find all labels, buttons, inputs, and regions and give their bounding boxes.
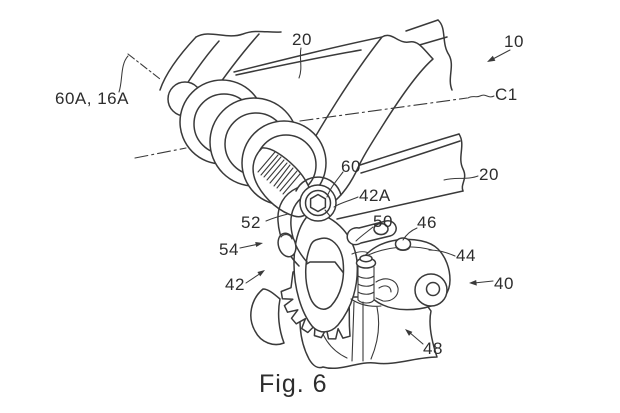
leader-c1 — [467, 94, 495, 99]
bracket-plate-outline — [293, 211, 359, 333]
leader-60a-dash-segment — [127, 53, 161, 80]
linkage-boss-hole — [425, 281, 441, 297]
tube-left-break-line — [195, 30, 282, 38]
adjust-bolt-shaft — [357, 266, 375, 304]
leaders — [118, 47, 511, 345]
stop-tab-hook — [375, 278, 399, 302]
arrowhead-42 — [257, 270, 265, 277]
fork-ribs — [317, 301, 380, 362]
leader-60 — [326, 171, 344, 198]
hanger-boss — [295, 176, 342, 222]
label-52: 52 — [241, 213, 261, 232]
link-pin-b-base — [395, 245, 411, 252]
label-50: 50 — [373, 212, 393, 231]
cage-lobe — [250, 288, 285, 346]
arrowhead-54 — [255, 242, 263, 247]
leader-50 — [355, 226, 374, 242]
leader-60a — [118, 55, 129, 93]
label-20-right: 20 — [479, 165, 499, 184]
label-42: 42 — [225, 275, 245, 294]
label-20-top: 20 — [292, 30, 312, 49]
label-48: 48 — [423, 339, 443, 358]
linkage-assembly — [346, 220, 451, 311]
label-60A-16A: 60A, 16A — [55, 89, 129, 108]
leader-44 — [428, 249, 456, 257]
tube-right-break-wavy — [458, 133, 466, 192]
leader-20-top — [298, 47, 302, 79]
threaded-axle-ridges — [257, 151, 301, 195]
label-60: 60 — [341, 157, 361, 176]
leader-52 — [265, 213, 289, 222]
stopper-knob-highlight — [280, 234, 293, 240]
cage-lobe-outline — [250, 288, 285, 346]
label-40: 40 — [494, 274, 514, 293]
adjust-bolt-top — [359, 254, 373, 263]
tube-right-body — [337, 134, 465, 219]
arrowhead-40 — [469, 280, 477, 286]
bolt-slot-line — [324, 209, 331, 217]
arrowhead-10 — [487, 55, 496, 62]
boss-outer-arc — [295, 176, 342, 196]
reference-labels: 60A, 16A 20 10 C1 20 60 42A 52 50 46 44 … — [55, 30, 524, 358]
label-46: 46 — [417, 213, 437, 232]
centerline-c1 — [134, 97, 468, 159]
leader-10 — [490, 49, 511, 61]
leader-42a — [333, 196, 359, 208]
link-pin-a-base — [374, 230, 388, 236]
leader-20-right — [443, 175, 479, 181]
arrowhead-48 — [405, 329, 413, 336]
frame-tube-right — [336, 133, 466, 220]
frame-tube-top — [233, 19, 453, 91]
leader-40 — [473, 280, 494, 284]
bracket-plate — [293, 211, 382, 333]
tube-right-edges — [336, 133, 464, 220]
leader-48 — [408, 331, 424, 345]
bracket-arm — [277, 187, 308, 267]
tube-top-break-wavy — [437, 19, 453, 91]
leader-46 — [402, 227, 418, 241]
label-C1: C1 — [495, 85, 518, 104]
leader-42 — [245, 272, 262, 284]
stopper-knob — [277, 232, 297, 258]
label-10: 10 — [504, 32, 524, 51]
label-42A: 42A — [359, 186, 391, 205]
figure-caption: Fig. 6 — [259, 370, 328, 398]
label-54: 54 — [219, 240, 239, 259]
hex-socket — [309, 193, 327, 213]
tube-top-lines — [233, 19, 448, 76]
label-44: 44 — [456, 246, 476, 265]
adjust-bolt-fill — [358, 264, 374, 301]
centerlines — [127, 53, 468, 159]
